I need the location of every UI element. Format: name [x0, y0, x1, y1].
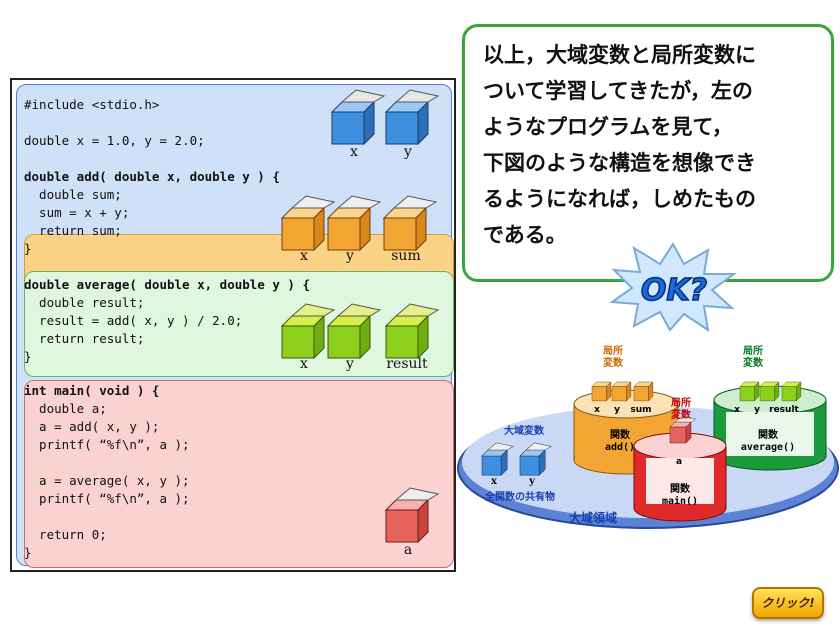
code-main-9: return 0;	[24, 527, 107, 542]
code-avg-5: }	[24, 349, 32, 364]
avg-y-cube	[327, 303, 381, 359]
code-globals: double x = 1.0, y = 2.0;	[24, 133, 205, 148]
diagram-local-vars-avg: 局所 変数	[743, 346, 763, 369]
code-avg-4: return result;	[24, 331, 145, 346]
diagram-avg-func-label: 関数 average()	[740, 430, 796, 453]
main-function-box	[24, 380, 454, 568]
code-frame: #include <stdio.h> double x = 1.0, y = 2…	[10, 78, 456, 572]
diagram-global-y-label: y	[529, 476, 535, 487]
add-y-cube	[327, 195, 381, 251]
avg-result-label: result	[386, 356, 428, 372]
diagram-avg-y: y	[754, 405, 760, 415]
scope-diagram	[457, 381, 839, 529]
explanation-line-5: るようになれば，しめたもの	[483, 187, 756, 211]
code-main-4: printf( “%f\n”, a );	[24, 437, 190, 452]
code-main-2: double a;	[24, 401, 107, 416]
explanation-line-1: 以上，大域変数と局所変数に	[483, 43, 756, 67]
code-main-10: }	[24, 545, 32, 560]
diagram-global-x-cube	[481, 442, 515, 476]
diagram-global-x-label: x	[491, 476, 497, 487]
code-main-7: printf( “%f\n”, a );	[24, 491, 190, 506]
global-x-cube	[331, 89, 385, 145]
diagram-add-y: y	[614, 405, 620, 415]
avg-y-label: y	[346, 356, 354, 372]
add-y-label: y	[346, 248, 354, 264]
global-y-label: y	[404, 144, 412, 160]
diagram-main-a: a	[675, 457, 683, 467]
diagram-add-x: x	[594, 405, 600, 415]
code-include: #include <stdio.h>	[24, 97, 160, 112]
add-x-label: x	[300, 248, 308, 264]
diagram-global-area-label: 大域領域	[568, 511, 617, 525]
code-add-1: double add( double x, double y ) {	[24, 169, 280, 184]
avg-x-cube	[281, 303, 335, 359]
code-avg-3: result = add( x, y ) / 2.0;	[24, 313, 243, 328]
diagram-global-y-cube	[519, 442, 553, 476]
diagram-local-vars-add: 局所 変数	[603, 346, 623, 369]
average-function-box	[24, 271, 454, 377]
code-avg-1: double average( double x, double y ) {	[24, 277, 310, 292]
diagram-shared-label: 全関数の共有物	[485, 492, 555, 503]
main-a-cube	[385, 487, 439, 543]
explanation-bubble: 以上，大域変数と局所変数に ついて学習してきたが，左の ようなプログラムを見て，…	[462, 24, 834, 282]
code-main-3: a = add( x, y );	[24, 419, 160, 434]
add-sum-cube	[383, 195, 437, 251]
explanation-line-6: である。	[483, 223, 567, 247]
diagram-add-func-label: 関数 add()	[604, 430, 636, 453]
main-a-label: a	[403, 542, 413, 558]
diagram-avg-result: result	[769, 405, 799, 415]
avg-result-cube	[385, 303, 439, 359]
explanation-line-4: 下図のような構造を想像でき	[483, 151, 756, 175]
global-x-label: x	[350, 144, 358, 160]
add-sum-label: sum	[391, 248, 421, 264]
diagram-avg-x: x	[734, 405, 740, 415]
code-main-1: int main( void ) {	[24, 383, 160, 398]
code-add-5: }	[24, 241, 32, 256]
explanation-line-2: ついて学習してきたが，左の	[483, 79, 753, 103]
diagram-add-sum: sum	[630, 405, 652, 415]
diagram-global-vars-label: 大域変数	[504, 426, 544, 437]
code-main-6: a = average( x, y );	[24, 473, 190, 488]
explanation-text: 以上，大域変数と局所変数に ついて学習してきたが，左の ようなプログラムを見て，…	[483, 37, 823, 253]
code-avg-2: double result;	[24, 295, 145, 310]
code-add-3: sum = x + y;	[24, 205, 130, 220]
diagram-main-func-label: 関数 main()	[661, 484, 699, 507]
code-add-4: return sum;	[24, 223, 122, 238]
main-function-cylinder	[633, 432, 727, 522]
code-add-2: double sum;	[24, 187, 122, 202]
avg-x-label: x	[300, 356, 308, 372]
click-button[interactable]: クリック!	[752, 587, 824, 619]
global-y-cube	[385, 89, 439, 145]
diagram-local-vars-main: 局所 変数	[671, 398, 691, 421]
ok-text: OK?	[641, 273, 707, 308]
ok-burst-icon: OK?	[609, 242, 738, 332]
explanation-line-3: ようなプログラムを見て，	[483, 115, 733, 139]
add-x-cube	[281, 195, 335, 251]
